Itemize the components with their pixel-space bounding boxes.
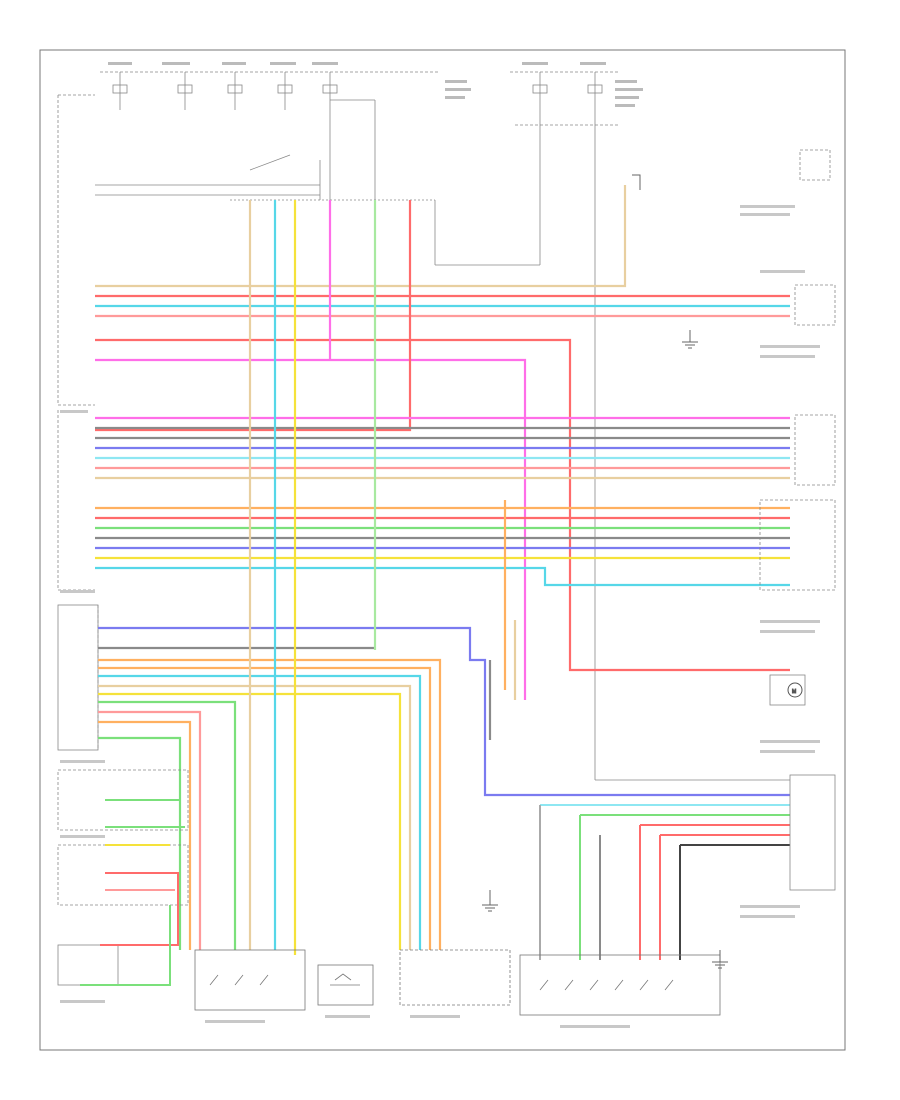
left-switch-wires [80,799,185,986]
wire-tan-1 [95,185,627,288]
left-switch-area [57,769,189,986]
left-front-lock-switch [317,964,374,1006]
ground-icon [482,174,728,969]
power-section [95,71,790,781]
wire-yellow-2 [98,692,402,950]
right-front-power-window-switch [519,954,721,1016]
left-front-power-window-switch [399,949,511,1006]
wire-orange-3 [98,666,432,950]
ecu-connectors [57,94,99,751]
wire-cyan-2 [95,566,790,587]
right-connectors [759,149,836,891]
vertical-wires [248,200,517,955]
svg-text:M: M [792,689,796,695]
wire-cyan-3 [98,674,422,950]
wire-green-2 [98,700,237,950]
bottom-switches [194,949,721,1016]
right-switch-wires [539,804,790,960]
fuse-labels [108,62,643,107]
wire-magenta-1 [95,358,527,700]
horizontal-wires [95,185,790,950]
wire-orange-2 [98,658,442,950]
wire-pink-2 [95,338,790,672]
component-labels [60,205,820,1028]
diagram-border [39,49,846,1051]
wire-violet-3 [98,626,790,797]
left-rear-lock-switch [194,949,306,1011]
motor-icon: M [787,682,803,698]
wire-green-3 [98,736,182,950]
wire-tan-3 [98,684,412,950]
wire-pink-4 [98,710,202,950]
wire-orange-4 [98,720,192,950]
wire-red-2 [95,200,412,432]
